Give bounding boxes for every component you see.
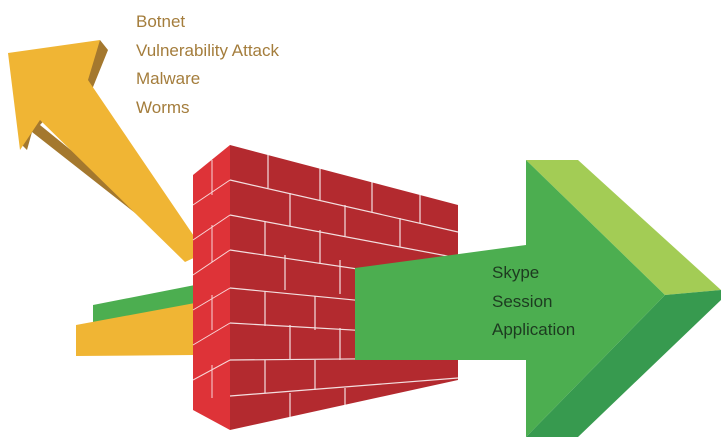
blocked-arrow-head <box>8 40 200 262</box>
blocked-arrow-tail <box>76 303 195 356</box>
allowed-arrow-top-face <box>526 160 721 295</box>
allowed-item-skype: Skype <box>492 263 540 282</box>
blocked-item-worms: Worms <box>136 97 190 117</box>
allowed-arrow-head <box>355 160 665 437</box>
blocked-item-malware: Malware <box>136 69 201 88</box>
allowed-traffic-list: Skype Session Application <box>492 259 575 345</box>
blocked-traffic-arrow <box>8 40 200 262</box>
allowed-item-application: Application <box>492 320 576 339</box>
allowed-arrow-bottom-face <box>526 290 721 437</box>
blocked-traffic-list: Botnet Vulnerability Attack Malware Worm… <box>136 8 279 122</box>
firewall-side-face <box>193 145 230 430</box>
blocked-item-vulnerability-attack: Vulnerability Attack <box>136 40 279 60</box>
allowed-item-session: Session <box>492 291 553 311</box>
allowed-traffic-arrow <box>355 160 721 437</box>
blocked-item-botnet: Botnet <box>136 12 186 31</box>
firewall-side-mortar <box>192 160 231 398</box>
